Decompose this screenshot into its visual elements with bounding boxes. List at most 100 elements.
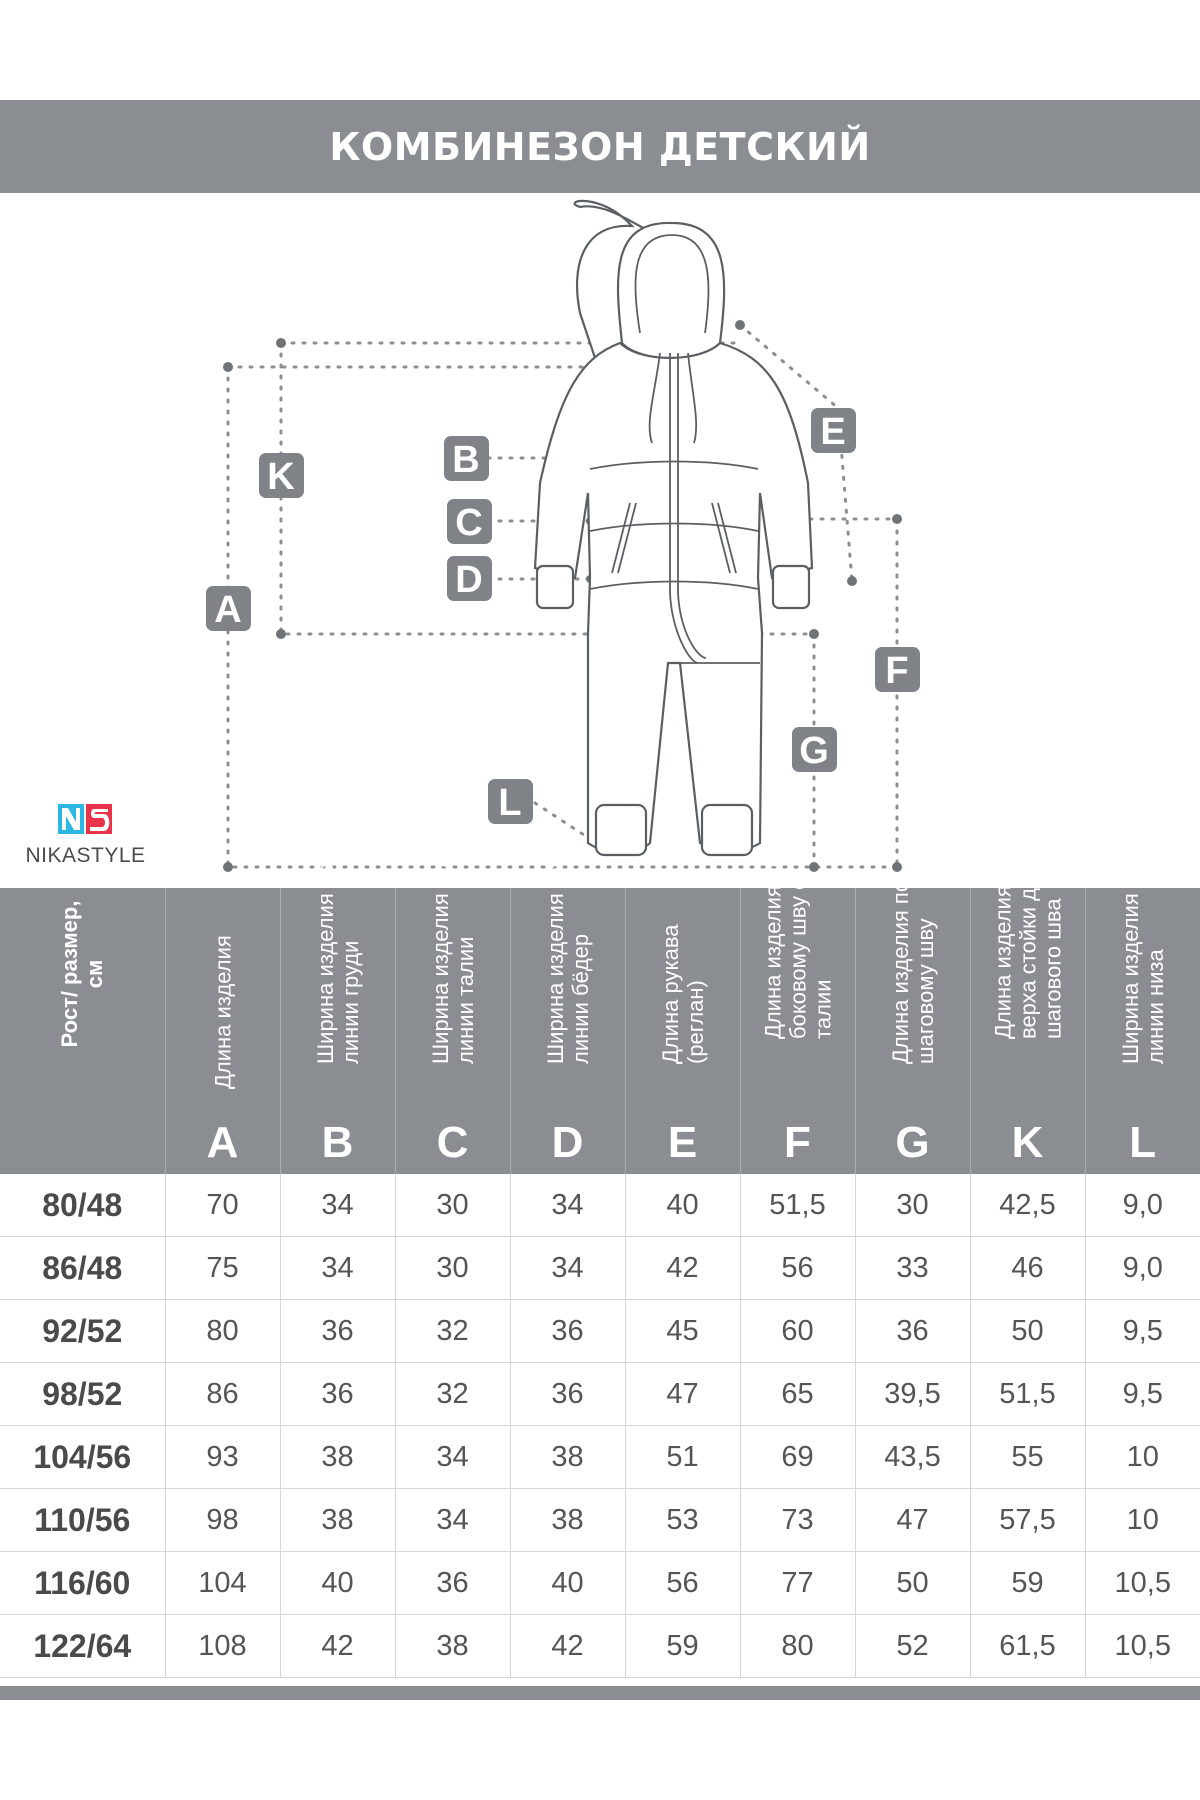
label-f: F	[885, 650, 908, 692]
value-cell: 50	[970, 1299, 1086, 1363]
value-cell: 42	[625, 1236, 741, 1300]
value-cell: 75	[165, 1236, 281, 1300]
brand-logo: NIKASTYLE	[18, 800, 153, 872]
value-cell: 51	[625, 1425, 741, 1489]
value-cell: 57,5	[970, 1488, 1086, 1552]
label-a: A	[214, 589, 241, 631]
size-cell: 92/52	[0, 1299, 166, 1363]
value-cell: 70	[165, 1174, 281, 1237]
value-cell: 32	[395, 1362, 511, 1426]
value-cell: 98	[165, 1488, 281, 1552]
value-cell: 42	[280, 1614, 396, 1678]
value-cell: 80	[165, 1299, 281, 1363]
value-cell: 30	[395, 1236, 511, 1300]
value-cell: 43,5	[855, 1425, 971, 1489]
value-cell: 69	[740, 1425, 856, 1489]
label-d-badge: D	[447, 556, 492, 601]
value-cell: 38	[395, 1614, 511, 1678]
header-col: Длина изделия от верха стойки до шаговог…	[970, 857, 1086, 1174]
value-cell: 65	[740, 1362, 856, 1426]
value-cell: 51,5	[970, 1362, 1086, 1426]
page-title: КОМБИНЕЗОН ДЕТСКИЙ	[329, 124, 871, 169]
label-l: L	[498, 782, 521, 824]
value-cell: 36	[395, 1551, 511, 1615]
header-col: Длина рукава (реглан)E	[625, 888, 741, 1174]
value-cell: 10,5	[1085, 1614, 1200, 1678]
value-cell: 38	[280, 1488, 396, 1552]
value-cell: 93	[165, 1425, 281, 1489]
value-cell: 30	[855, 1174, 971, 1237]
value-cell: 77	[740, 1551, 856, 1615]
label-f-badge: F	[875, 647, 920, 692]
value-cell: 46	[970, 1236, 1086, 1300]
label-g: G	[799, 730, 829, 772]
label-g-badge: G	[792, 727, 837, 772]
value-cell: 42	[510, 1614, 626, 1678]
value-cell: 10	[1085, 1488, 1200, 1552]
value-cell: 9,0	[1085, 1174, 1200, 1237]
value-cell: 104	[165, 1551, 281, 1615]
label-l-badge: L	[488, 779, 533, 824]
value-cell: 80	[740, 1614, 856, 1678]
size-cell: 122/64	[0, 1614, 166, 1678]
value-cell: 52	[855, 1614, 971, 1678]
size-cell: 110/56	[0, 1488, 166, 1552]
value-cell: 34	[280, 1236, 396, 1300]
jumpsuit-drawing	[533, 199, 814, 857]
label-a-badge: A	[206, 586, 251, 631]
garment-diagram: A B C D E F G K L	[206, 199, 920, 872]
value-cell: 38	[280, 1425, 396, 1489]
value-cell: 38	[510, 1425, 626, 1489]
value-cell: 47	[625, 1362, 741, 1426]
value-cell: 36	[510, 1362, 626, 1426]
value-cell: 50	[855, 1551, 971, 1615]
label-e-badge: E	[811, 408, 856, 453]
value-cell: 40	[510, 1551, 626, 1615]
value-cell: 30	[395, 1174, 511, 1237]
brand-name: NIKASTYLE	[25, 844, 146, 867]
size-cell: 80/48	[0, 1174, 166, 1237]
value-cell: 51,5	[740, 1174, 856, 1237]
label-c: C	[455, 502, 482, 544]
value-cell: 38	[510, 1488, 626, 1552]
value-cell: 56	[740, 1236, 856, 1300]
value-cell: 36	[280, 1362, 396, 1426]
label-e: E	[820, 411, 845, 453]
value-cell: 40	[625, 1174, 741, 1237]
label-c-badge: C	[447, 499, 492, 544]
value-cell: 53	[625, 1488, 741, 1552]
value-cell: 36	[855, 1299, 971, 1363]
value-cell: 34	[395, 1425, 511, 1489]
size-cell: 98/52	[0, 1362, 166, 1426]
label-b: B	[452, 439, 479, 481]
value-cell: 108	[165, 1614, 281, 1678]
size-cell: 86/48	[0, 1236, 166, 1300]
value-cell: 34	[510, 1174, 626, 1237]
size-cell: 116/60	[0, 1551, 166, 1615]
value-cell: 86	[165, 1362, 281, 1426]
label-d: D	[455, 559, 482, 601]
value-cell: 36	[510, 1299, 626, 1363]
value-cell: 45	[625, 1299, 741, 1363]
value-cell: 9,5	[1085, 1299, 1200, 1363]
value-cell: 73	[740, 1488, 856, 1552]
value-cell: 32	[395, 1299, 511, 1363]
value-cell: 42,5	[970, 1174, 1086, 1237]
value-cell: 39,5	[855, 1362, 971, 1426]
value-cell: 55	[970, 1425, 1086, 1489]
size-cell: 104/56	[0, 1425, 166, 1489]
title-bar: КОМБИНЕЗОН ДЕТСКИЙ	[0, 100, 1200, 193]
